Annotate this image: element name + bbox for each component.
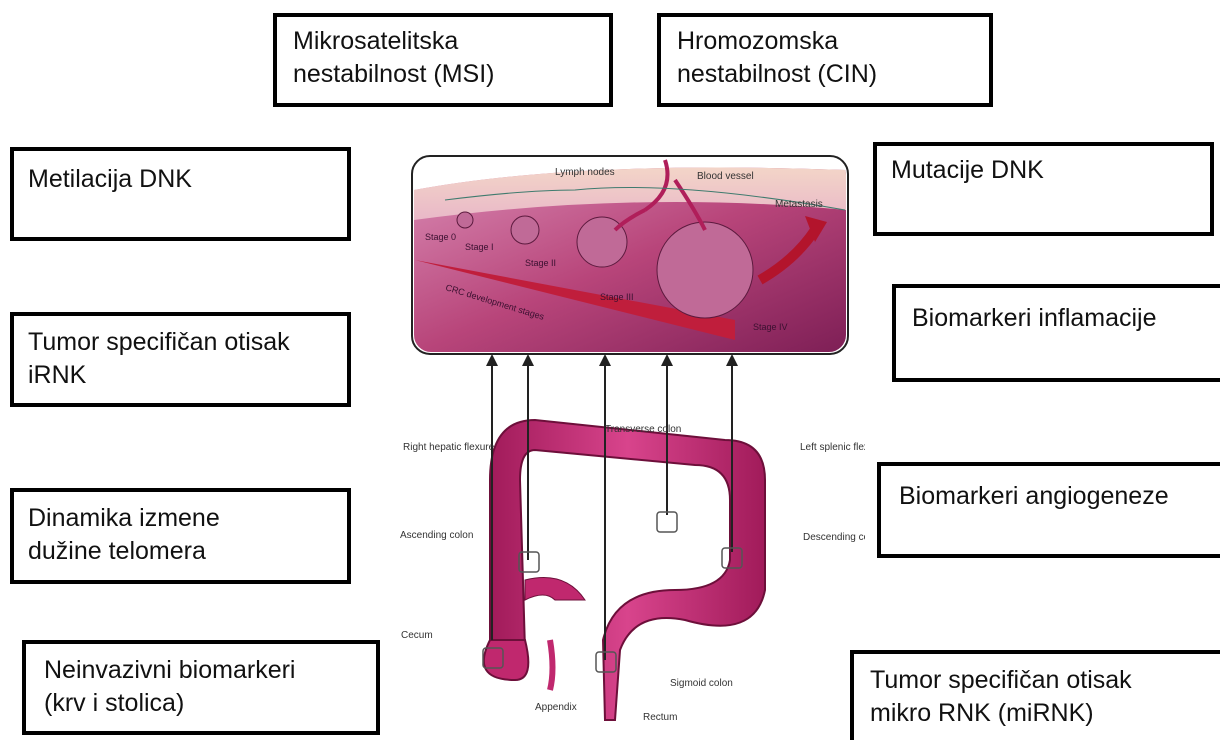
cin-box: Hromozomska nestabilnost (CIN): [657, 13, 993, 107]
appendix-label: Appendix: [535, 702, 577, 713]
lymph-nodes-label: Lymph nodes: [555, 167, 615, 178]
inflammation-biomarkers-box: Biomarkeri inflamacije: [892, 284, 1220, 382]
cecum-label: Cecum: [401, 630, 433, 641]
noninvasive-biomarkers-box: Neinvazivni biomarkeri (krv i stolica): [22, 640, 380, 735]
stage-2-label: Stage II: [525, 258, 556, 268]
stage-4-label: Stage IV: [753, 322, 788, 332]
transverse-colon-label: Transverse colon: [605, 424, 681, 435]
mrna-signature-box: Tumor specifičan otisak iRNK: [10, 312, 351, 407]
angiogenesis-biomarkers-box: Biomarkeri angiogeneze: [877, 462, 1220, 558]
stage-1-label: Stage I: [465, 242, 494, 252]
left-flexure-label: Left splenic flexure: [800, 442, 865, 453]
rectum-label: Rectum: [643, 712, 677, 723]
sigmoid-colon-label: Sigmoid colon: [670, 678, 733, 689]
msi-box: Mikrosatelitska nestabilnost (MSI): [273, 13, 613, 107]
blood-vessel-label: Blood vessel: [697, 171, 754, 182]
stage-3-label: Stage III: [600, 292, 634, 302]
descending-colon-label: Descending colon: [803, 532, 865, 543]
crc-stages-panel: Lymph nodes Blood vessel Metastasis Stag…: [412, 156, 848, 354]
colon-illustration: [484, 420, 765, 720]
mirna-signature-box: Tumor specifičan otisak mikro RNK (miRNK…: [850, 650, 1220, 740]
right-flexure-label: Right hepatic flexure: [403, 442, 495, 453]
colorectal-cancer-figure: Lymph nodes Blood vessel Metastasis Stag…: [375, 120, 865, 740]
telomere-dynamics-box: Dinamika izmene dužine telomera: [10, 488, 351, 584]
metastasis-label: Metastasis: [775, 199, 823, 210]
stage-0-label: Stage 0: [425, 232, 456, 242]
dna-mutations-box: Mutacije DNK: [873, 142, 1214, 236]
ascending-colon-label: Ascending colon: [400, 530, 473, 541]
dna-methylation-box: Metilacija DNK: [10, 147, 351, 241]
